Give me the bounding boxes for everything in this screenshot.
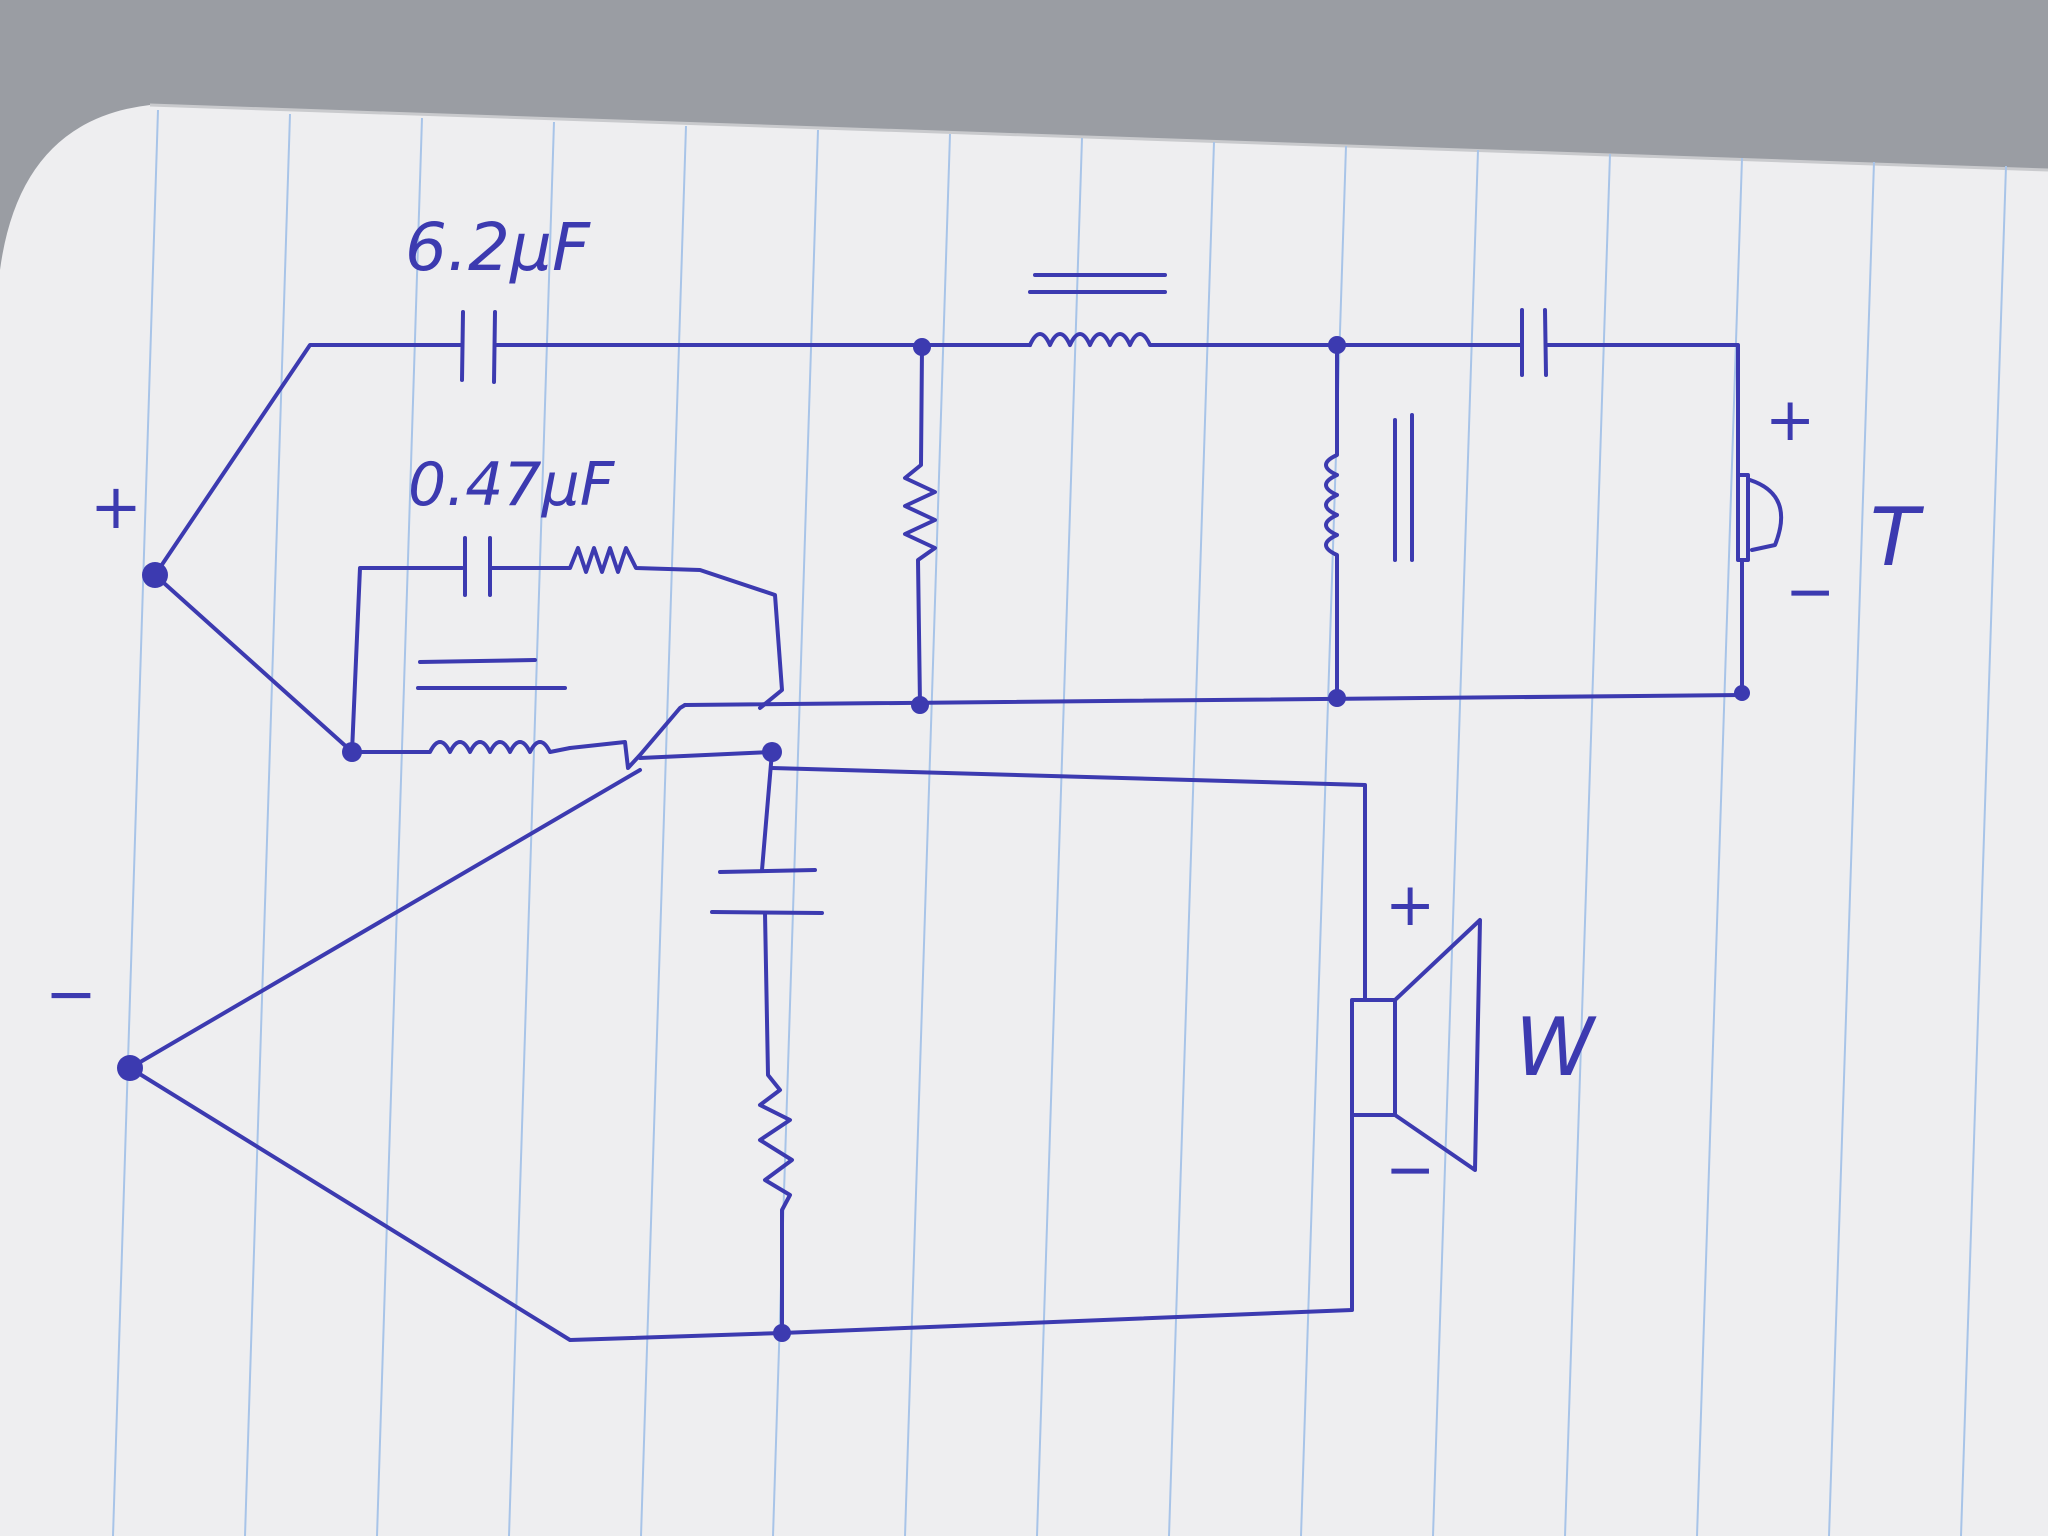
- junction-node: [911, 696, 929, 714]
- label-tweeter-name: T: [1870, 491, 1925, 584]
- ruled-line: [1960, 165, 2007, 1536]
- wire-to-woofer: [770, 766, 1367, 1002]
- label-tweeter-plus: +: [1765, 385, 1815, 455]
- tweeter-branch: [153, 273, 1784, 714]
- notebook-paper: [0, 105, 2048, 1536]
- ruled-line: [1828, 161, 1875, 1536]
- label-woofer-plus: +: [1385, 870, 1435, 940]
- ruled-line: [640, 125, 687, 1536]
- ruled-line: [376, 117, 423, 1536]
- inductor-woofer: [353, 658, 572, 754]
- plus-input-node: [142, 562, 168, 588]
- woofer-filter: [117, 536, 1482, 1342]
- wire-cap-to-tweeter: [1546, 343, 1740, 477]
- ruled-line: [904, 133, 951, 1536]
- paper-edge-shadow: [149, 103, 2048, 172]
- wire-shunt-down: [760, 750, 774, 872]
- wire-plus-to-lower-node: [153, 573, 352, 752]
- capacitor-woofer-shunt: [710, 868, 824, 915]
- ruled-lines: [112, 109, 2007, 1536]
- woofer-symbol: [1350, 918, 1482, 1172]
- label-woofer-name: W: [1515, 1001, 1597, 1094]
- label-input-plus: +: [90, 470, 142, 543]
- ruled-line: [1168, 141, 1215, 1536]
- zobel-resistor: [490, 546, 784, 710]
- inductor-shunt-tweeter: [1324, 343, 1414, 697]
- shunt-resistor: [903, 345, 937, 707]
- capacitor-0-47uf: [463, 536, 492, 597]
- wire-minus-to-bridge: [128, 768, 642, 1070]
- capacitor-tweeter: [1520, 308, 1548, 377]
- label-tweeter-minus: −: [1785, 557, 1835, 627]
- ruled-line: [508, 121, 555, 1536]
- wire-return-rail: [683, 693, 1744, 707]
- ruled-line: [1564, 153, 1611, 1536]
- wire-zobel-left: [350, 566, 464, 754]
- label-input-minus: −: [45, 957, 97, 1030]
- capacitor-6-2uf: [460, 310, 497, 384]
- label-woofer-minus: −: [1385, 1135, 1435, 1205]
- label-cap-6-2uf: 6.2μF: [405, 209, 591, 286]
- wire-plus-to-top: [153, 343, 462, 577]
- wire-inductor-bridge: [568, 703, 687, 770]
- ruled-line: [244, 113, 291, 1536]
- inductor-series-tweeter: [1028, 273, 1202, 347]
- ruled-line: [1696, 157, 1743, 1536]
- ruled-line: [112, 109, 159, 1536]
- ruled-line: [1432, 149, 1479, 1536]
- ruled-line: [1036, 137, 1083, 1536]
- woofer-shunt-resistor: [758, 911, 794, 1332]
- wire-woofer-return: [128, 1066, 1354, 1342]
- wire-to-woofer-node: [638, 750, 772, 760]
- label-cap-0-47uf: 0.47μF: [408, 450, 616, 520]
- tweeter-symbol: [1736, 473, 1784, 562]
- minus-input-node: [117, 1055, 143, 1081]
